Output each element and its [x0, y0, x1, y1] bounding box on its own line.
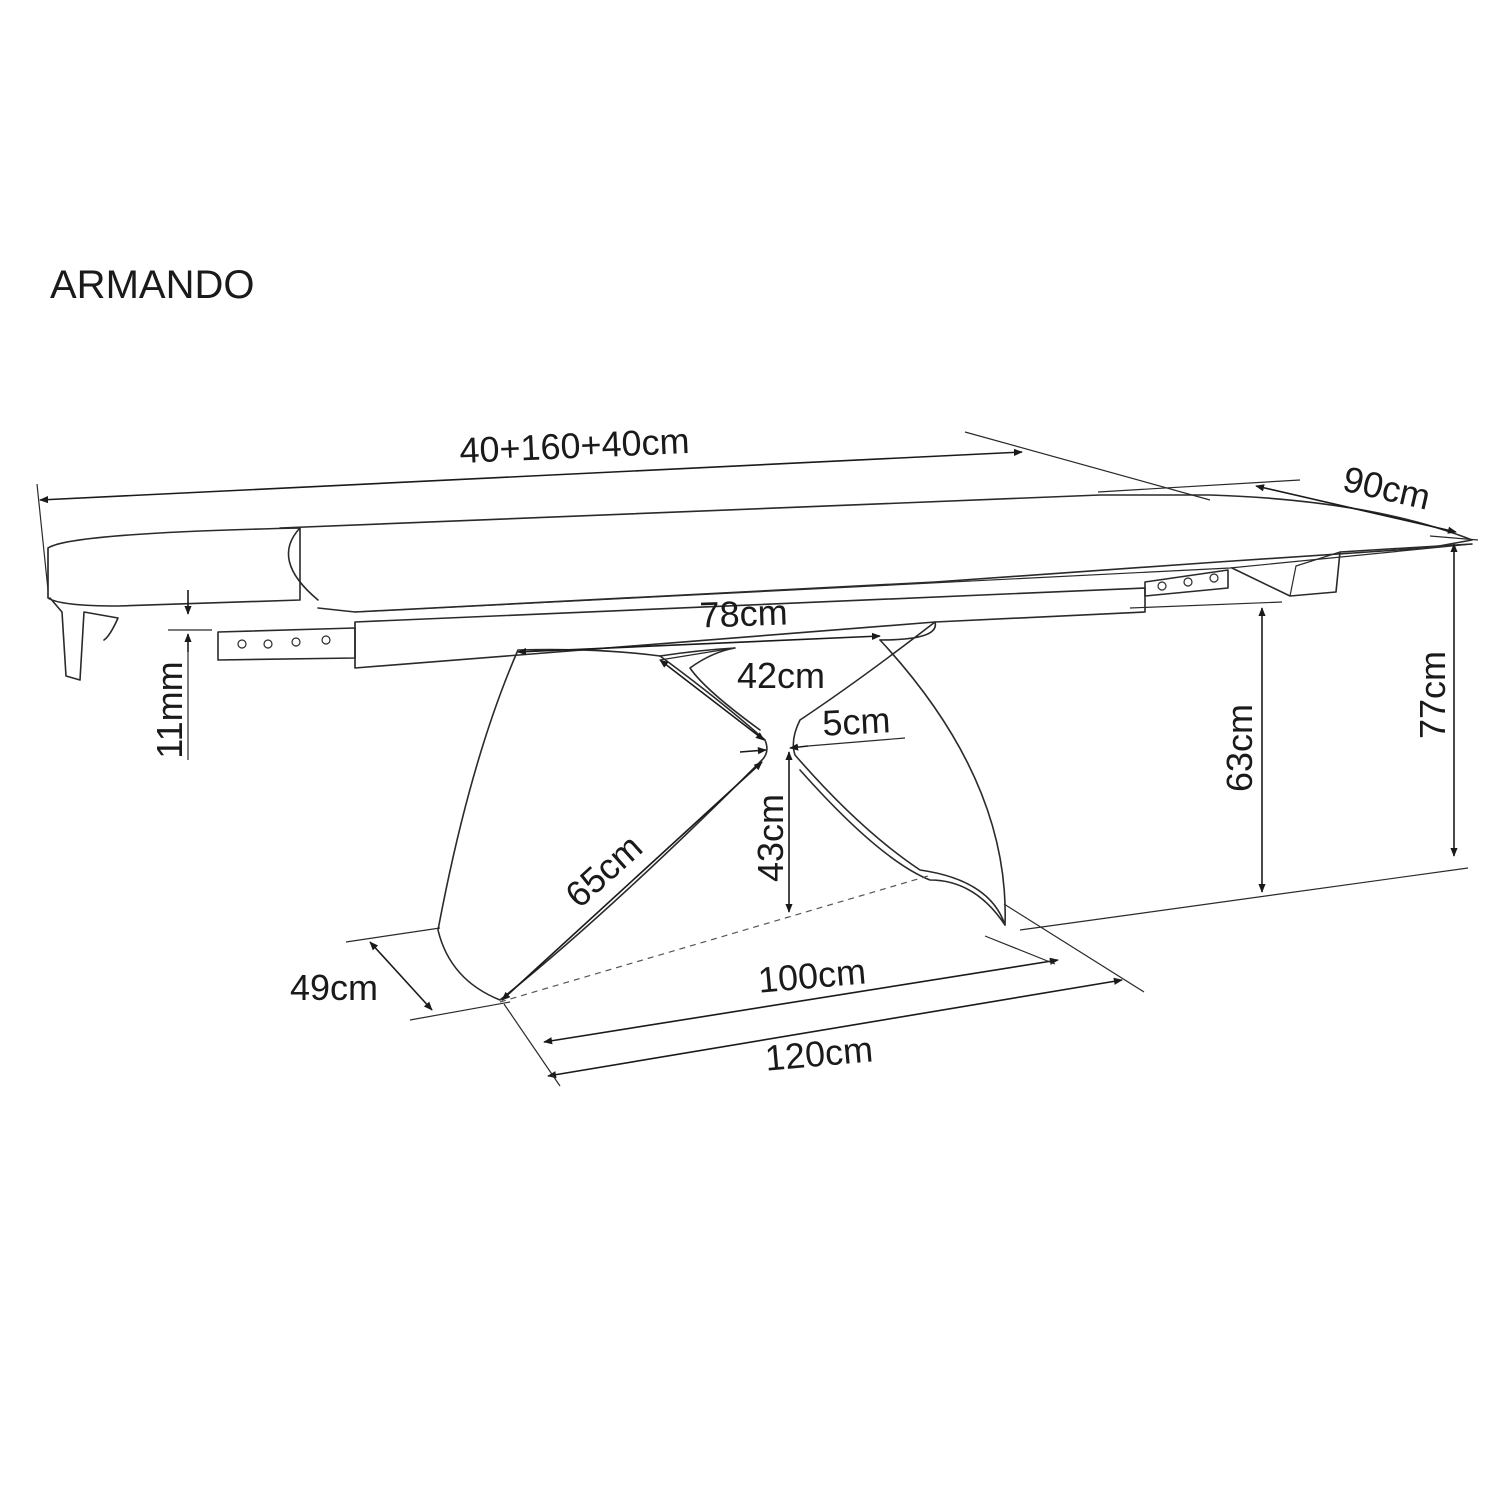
right-support-bracket — [1231, 543, 1473, 597]
left-rail-holes — [237, 635, 331, 649]
dim-frame-inner: 42cm — [737, 655, 825, 696]
dim-top-thickness: 11mm — [149, 661, 190, 758]
left-support-bracket — [49, 597, 119, 681]
base-left-wing — [437, 648, 768, 1001]
dim-length-extended: 40+160+40cm — [459, 420, 691, 471]
leaf-seam-curve — [287, 527, 319, 601]
right-slide-rail — [1144, 569, 1229, 597]
left-extension-leaf — [47, 527, 301, 607]
dim-foot-depth: 49cm — [290, 967, 378, 1008]
dim-leg-height: 63cm — [1219, 704, 1260, 792]
base-right-wing — [792, 621, 1006, 926]
product-title: ARMANDO — [50, 263, 254, 307]
dim-waist: 5cm — [821, 699, 891, 744]
dim-leg-diagonal: 65cm — [557, 826, 650, 915]
dim-base-outer: 120cm — [763, 1028, 874, 1078]
dim-waist-height: 43cm — [750, 794, 791, 882]
dim-height: 77cm — [1412, 651, 1453, 739]
right-rail-holes — [1157, 573, 1219, 591]
dim-base-inner: 100cm — [756, 950, 867, 1000]
dimension-lines — [36, 431, 1479, 1087]
dim-frame-top: 78cm — [699, 591, 788, 635]
table-top — [279, 494, 1473, 613]
